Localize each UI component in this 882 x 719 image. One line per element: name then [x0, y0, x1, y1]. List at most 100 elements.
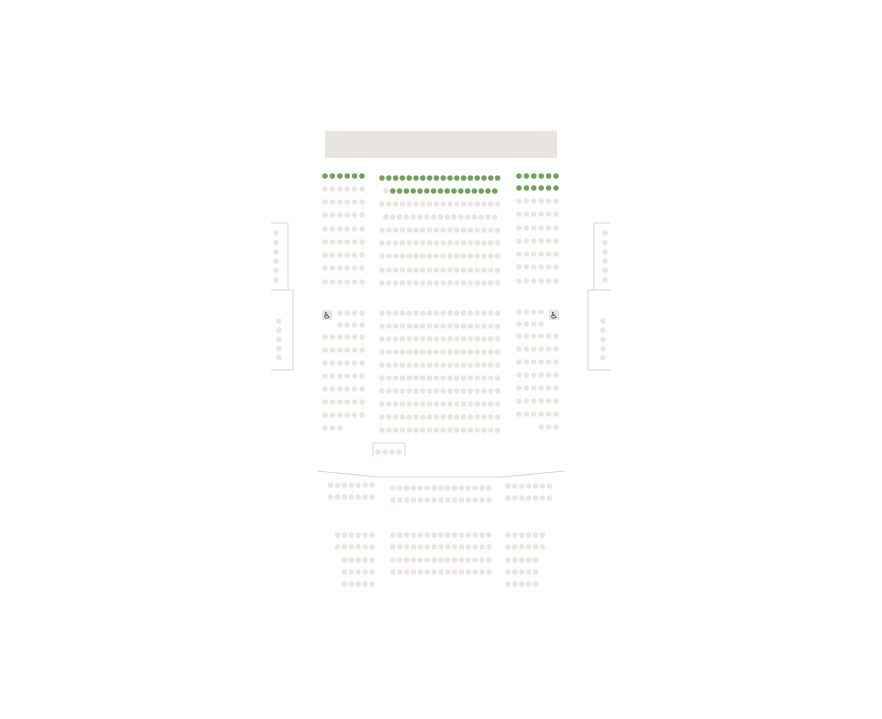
seat-orchestra-center[interactable]: [458, 188, 464, 194]
seat-box-right-upper: [602, 249, 608, 255]
seat-orchestra-right[interactable]: [553, 173, 559, 179]
seat-orchestra-center[interactable]: [464, 188, 471, 194]
seat-balcony-right: [532, 581, 539, 587]
seat-orchestra-center[interactable]: [424, 188, 430, 194]
seat-orchestra-center: [406, 414, 413, 420]
seat-orchestra-center: [406, 336, 413, 342]
seat-orchestra-center: [454, 201, 460, 207]
seat-balcony-center: [472, 544, 479, 550]
seat-orchestra-center[interactable]: [430, 188, 437, 194]
seat-orchestra-left: [359, 199, 365, 205]
seat-orchestra-center[interactable]: [467, 175, 474, 181]
seat-box-right-lower: [600, 355, 606, 361]
seat-orchestra-left: [329, 412, 336, 418]
seat-orchestra-left: [359, 347, 365, 353]
seat-orchestra-center[interactable]: [386, 175, 392, 181]
seat-orchestra-center: [420, 375, 426, 381]
seat-orchestra-center[interactable]: [396, 188, 403, 194]
seat-orchestra-center[interactable]: [403, 188, 410, 194]
seat-orchestra-center: [433, 201, 440, 207]
seat-orchestra-center: [406, 388, 413, 394]
seat-orchestra-center[interactable]: [447, 175, 453, 181]
seat-orchestra-center: [426, 414, 433, 420]
seat-orchestra-left: [344, 226, 351, 232]
seat-orchestra-right: [523, 251, 530, 257]
seat-orchestra-center[interactable]: [460, 175, 467, 181]
seat-orchestra-right[interactable]: [523, 173, 530, 179]
seat-orchestra-center[interactable]: [379, 175, 385, 181]
seat-orchestra-center[interactable]: [494, 175, 501, 181]
seat-orchestra-center: [447, 227, 453, 233]
seat-orchestra-center: [494, 388, 501, 394]
seat-orchestra-center[interactable]: [474, 175, 481, 181]
seat-balcony-left: [348, 569, 355, 575]
seat-balcony-center: [431, 544, 437, 550]
seat-orchestra-right[interactable]: [531, 185, 537, 191]
seat-orchestra-center: [444, 214, 451, 220]
seat-orchestra-center: [467, 240, 474, 246]
seat-orchestra-right: [538, 238, 544, 244]
seat-orchestra-center[interactable]: [390, 188, 396, 194]
seat-balcony-center: [410, 569, 417, 575]
seat-orchestra-center[interactable]: [451, 188, 457, 194]
seat-orchestra-left: [337, 360, 343, 366]
seat-orchestra-right[interactable]: [516, 173, 522, 179]
seat-orchestra-left[interactable]: [359, 173, 365, 179]
seat-orchestra-left: [344, 212, 351, 218]
seat-orchestra-center[interactable]: [420, 175, 426, 181]
seat-orchestra-center[interactable]: [440, 175, 447, 181]
seat-box-right-lower: [600, 345, 606, 352]
seat-orchestra-center: [454, 267, 460, 273]
seat-orchestra-right[interactable]: [531, 173, 537, 179]
seat-orchestra-center[interactable]: [392, 175, 399, 181]
seat-orchestra-center[interactable]: [437, 188, 444, 194]
seat-orchestra-left: [344, 310, 351, 316]
seat-orchestra-right[interactable]: [538, 173, 544, 179]
seat-orchestra-right[interactable]: [553, 185, 559, 191]
seat-orchestra-center[interactable]: [481, 175, 487, 181]
seat-orchestra-center[interactable]: [454, 175, 460, 181]
seat-orchestra-center: [392, 336, 399, 342]
wheelchair-icon[interactable]: ♿: [322, 310, 332, 322]
seat-orchestra-center[interactable]: [406, 175, 413, 181]
seat-orchestra-center[interactable]: [413, 175, 419, 181]
seat-orchestra-center: [494, 349, 501, 355]
seat-orchestra-right: [531, 346, 537, 352]
seat-orchestra-center: [447, 280, 453, 286]
seat-orchestra-left[interactable]: [322, 173, 328, 179]
seat-balcony-left: [362, 569, 368, 575]
seat-orchestra-right[interactable]: [523, 185, 530, 191]
seat-orchestra-right: [545, 211, 552, 217]
seat-orchestra-center[interactable]: [410, 188, 417, 194]
seat-orchestra-left: [351, 199, 358, 205]
seat-orchestra-left: [359, 279, 365, 285]
seat-orchestra-center[interactable]: [492, 188, 498, 194]
seat-orchestra-center[interactable]: [485, 188, 491, 194]
seat-orchestra-center[interactable]: [471, 188, 478, 194]
seat-orchestra-center: [460, 414, 467, 420]
seat-orchestra-right[interactable]: [516, 185, 522, 191]
wheelchair-icon[interactable]: ♿: [549, 310, 559, 322]
seat-orchestra-center: [392, 267, 399, 273]
seat-orchestra-center: [426, 388, 433, 394]
seat-balcony-right: [532, 483, 539, 489]
seat-orchestra-center[interactable]: [417, 188, 423, 194]
seat-orchestra-center: [433, 240, 440, 246]
seat-orchestra-center: [392, 253, 399, 259]
seat-orchestra-right: [523, 359, 530, 365]
seat-orchestra-center[interactable]: [478, 188, 485, 194]
seat-orchestra-center[interactable]: [426, 175, 433, 181]
seat-orchestra-right[interactable]: [538, 185, 544, 191]
seat-orchestra-center[interactable]: [444, 188, 451, 194]
seat-orchestra-left: [344, 386, 351, 392]
seat-orchestra-right[interactable]: [545, 185, 552, 191]
seat-orchestra-center[interactable]: [488, 175, 494, 181]
seat-orchestra-left: [337, 310, 343, 316]
seat-orchestra-center[interactable]: [399, 175, 406, 181]
seat-orchestra-left[interactable]: [337, 173, 343, 179]
seat-orchestra-left[interactable]: [351, 173, 358, 179]
seat-orchestra-right[interactable]: [545, 173, 552, 179]
seat-orchestra-left[interactable]: [329, 173, 336, 179]
seat-orchestra-left[interactable]: [344, 173, 351, 179]
seat-orchestra-center[interactable]: [433, 175, 440, 181]
